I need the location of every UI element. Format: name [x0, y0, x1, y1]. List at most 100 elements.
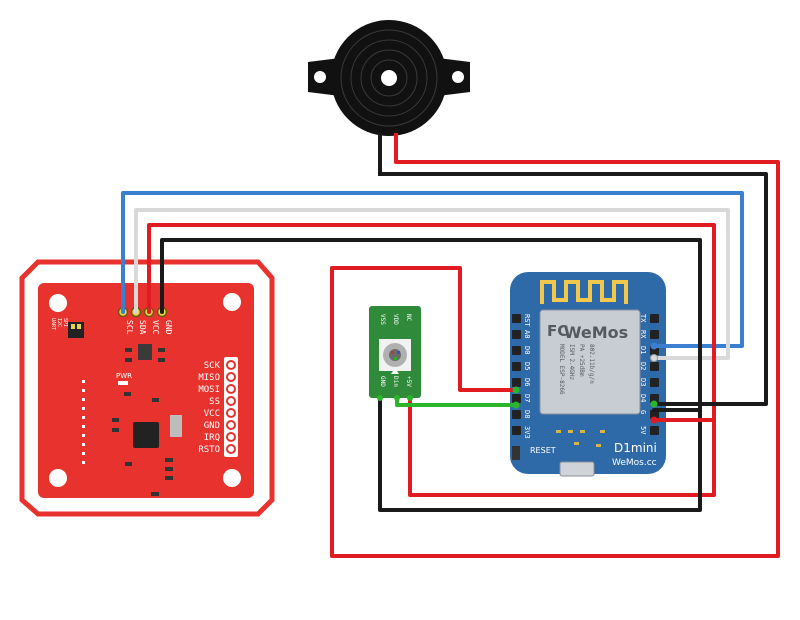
header-pin[interactable] [650, 314, 659, 323]
reset-button[interactable] [512, 446, 520, 460]
wire-sda-white [134, 208, 730, 360]
header-pin[interactable] [226, 420, 236, 430]
smd-component [125, 348, 132, 352]
smd-component [125, 462, 132, 466]
data-direction-arrow [391, 368, 399, 374]
dip-body [68, 322, 84, 338]
pin-label-tx: TX [639, 314, 647, 323]
wires [121, 160, 780, 558]
piezo-buzzer [308, 20, 470, 176]
pwr-label: PWR [116, 372, 132, 380]
wire-gnd-black [160, 238, 702, 512]
esp8266-shield [539, 309, 641, 415]
brand-url: WeMos.cc [612, 458, 657, 468]
header-pin[interactable] [226, 372, 236, 382]
rfid-spi-header: SCK MISO MOSI SS VCC GND IRQ RSTO [198, 357, 238, 457]
buzzer-lead-positive [394, 133, 398, 163]
smd-component [158, 348, 165, 352]
pin-label-mosi: MOSI [198, 385, 220, 395]
mount-hole [223, 469, 241, 487]
crystal [138, 344, 152, 360]
header-pin[interactable] [512, 314, 521, 323]
pin-marker [650, 354, 658, 362]
header-pin[interactable] [226, 360, 236, 370]
wire-endpoints [377, 342, 658, 424]
header-pin[interactable] [226, 396, 236, 406]
header-pin[interactable] [650, 330, 659, 339]
header-pin[interactable] [512, 330, 521, 339]
buzzer-ring [350, 39, 428, 117]
pin-label-sck: SCK [204, 361, 221, 371]
header-pin[interactable] [650, 378, 659, 387]
header-pin[interactable] [512, 394, 521, 403]
ism-line: ISM 2.4GHz [568, 344, 575, 381]
dip-label-i2c: I2C [56, 318, 62, 327]
fc-mark: FC [547, 322, 568, 340]
smd-component [125, 358, 132, 362]
led-die-dot [394, 357, 397, 360]
mfrc522-chip [133, 422, 159, 448]
rfid-top-header: SCL SDA VCC GND [117, 306, 173, 335]
buzzer-mount-ears [308, 58, 470, 96]
pin-marker [650, 400, 658, 408]
buzzer-lead-negative [378, 133, 382, 176]
wire-led-data-green [395, 396, 518, 407]
mount-hole [314, 71, 326, 83]
led-label-vss: VSS [379, 314, 386, 325]
pin-marker [512, 386, 520, 394]
pin-label-d6: D6 [523, 378, 531, 386]
pin-label-a0: A0 [523, 330, 531, 338]
header-pin[interactable] [650, 394, 659, 403]
smd-component [170, 415, 182, 437]
wemos-d1-mini: FC WeMos MODEL ESP-8266 ISM 2.4GHz PA +2… [510, 272, 666, 477]
pin-label-d5: D5 [523, 362, 531, 370]
mount-hole [223, 293, 241, 311]
header-pin[interactable] [226, 408, 236, 418]
pin-label-d3: D3 [639, 378, 647, 386]
dip-lever [77, 324, 81, 329]
wifi-line: 802.11b/g/n [588, 344, 595, 384]
header-pin[interactable] [226, 444, 236, 454]
pin-label-d2: D2 [639, 362, 647, 370]
reset-label: RESET [530, 446, 556, 455]
smd-component [124, 392, 131, 396]
header-pin[interactable] [226, 432, 236, 442]
pin-label-d7: D7 [523, 394, 531, 402]
interface-dip-switch[interactable]: SPI I2C UART [50, 318, 84, 338]
pin-label-d0: D0 [523, 346, 531, 354]
pin-label-scl: SCL [125, 320, 134, 335]
pin-label-vcc: VCC [151, 320, 160, 335]
header-pin[interactable] [650, 426, 659, 435]
led-label-gnd: GND [379, 376, 386, 387]
header-pin[interactable] [650, 362, 659, 371]
header-pin[interactable] [512, 362, 521, 371]
header-pin[interactable] [512, 346, 521, 355]
smd-component [165, 458, 173, 462]
led-die-dot [391, 351, 394, 354]
usb-port [559, 461, 595, 477]
dip-lever [71, 324, 75, 329]
led-label-din: Din [392, 376, 399, 387]
wire-buzzer-positive [330, 160, 780, 558]
smd-component [112, 428, 119, 432]
dip-label-uart: UART [50, 318, 56, 330]
pin-label-rst: RST [523, 314, 531, 327]
header-pin[interactable] [512, 426, 521, 435]
buzzer-ring [360, 49, 418, 107]
header-pin[interactable] [650, 410, 659, 419]
wemos-left-pin-labels: RST A0 D0 D5 D6 D7 D8 3V3 [523, 314, 531, 439]
pin-marker [377, 395, 383, 401]
wemos-right-pin-labels: TX RX D1 D2 D3 D4 G 5V [639, 314, 647, 435]
pin-label-rsto: RSTO [198, 445, 220, 455]
pin-label-ss: SS [209, 397, 220, 407]
smd-component [152, 398, 159, 402]
pin-label-gnd: GND [204, 421, 220, 431]
header-pin[interactable] [226, 384, 236, 394]
header-pin[interactable] [512, 378, 521, 387]
wemos-left-header [512, 314, 521, 435]
pin-label-miso: MISO [198, 373, 220, 383]
pin-marker [394, 395, 400, 401]
led-label-vdd: VDD [392, 314, 399, 325]
header-pin[interactable] [512, 410, 521, 419]
